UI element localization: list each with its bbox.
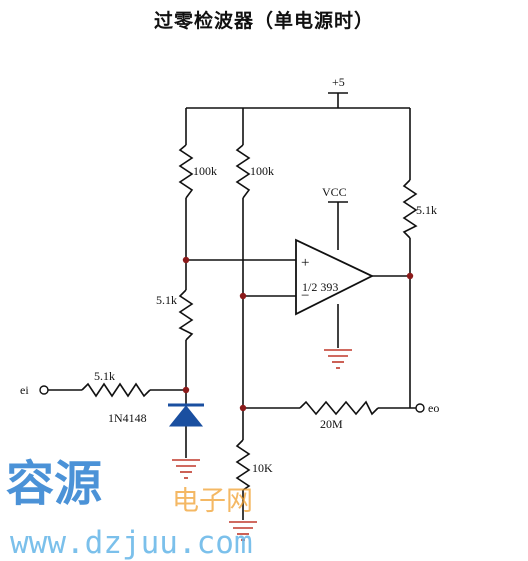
label-opamp-name: 1/2 393 [302,280,338,294]
label-diode: 1N4148 [108,411,147,425]
label-r-bottom: 10K [252,461,273,475]
output-terminal [415,403,425,413]
resistor-pullup [402,179,418,239]
diode-symbol [168,403,204,427]
watermark-url: www.dzjuu.com [10,525,253,561]
resistors [81,144,418,491]
input-terminal [39,385,49,395]
label-opamp-plus: + [301,255,309,271]
label-pullup: 5.1k [416,203,437,217]
watermark-main: 容源 [6,456,102,512]
resistor-feedback [299,400,379,416]
label-r-fb: 20M [320,417,343,431]
label-r-mid: 5.1k [156,293,177,307]
label-eo: eo [428,401,439,415]
resistor-mid [178,289,194,341]
label-vcc: VCC [322,185,347,199]
resistor-input [81,382,151,398]
label-r1: 100k [193,164,217,178]
page-title: 过零检波器（单电源时） [153,10,374,32]
label-ei: ei [20,383,29,397]
opamp-symbol [295,238,375,316]
label-opamp-minus: − [301,288,309,304]
wires [48,92,416,520]
junction-dots [182,256,414,412]
resistor-r1 [178,144,194,199]
ground-bottom-icon [229,521,257,541]
resistor-bottom [235,439,251,491]
label-plus5: +5 [332,75,345,89]
watermark-sub: 电子网 [172,486,253,517]
ground-diode-icon [172,459,200,479]
resistor-r2 [235,144,251,199]
label-r-in: 5.1k [94,369,115,383]
ground-opamp-icon [324,349,352,369]
label-r2: 100k [250,164,274,178]
